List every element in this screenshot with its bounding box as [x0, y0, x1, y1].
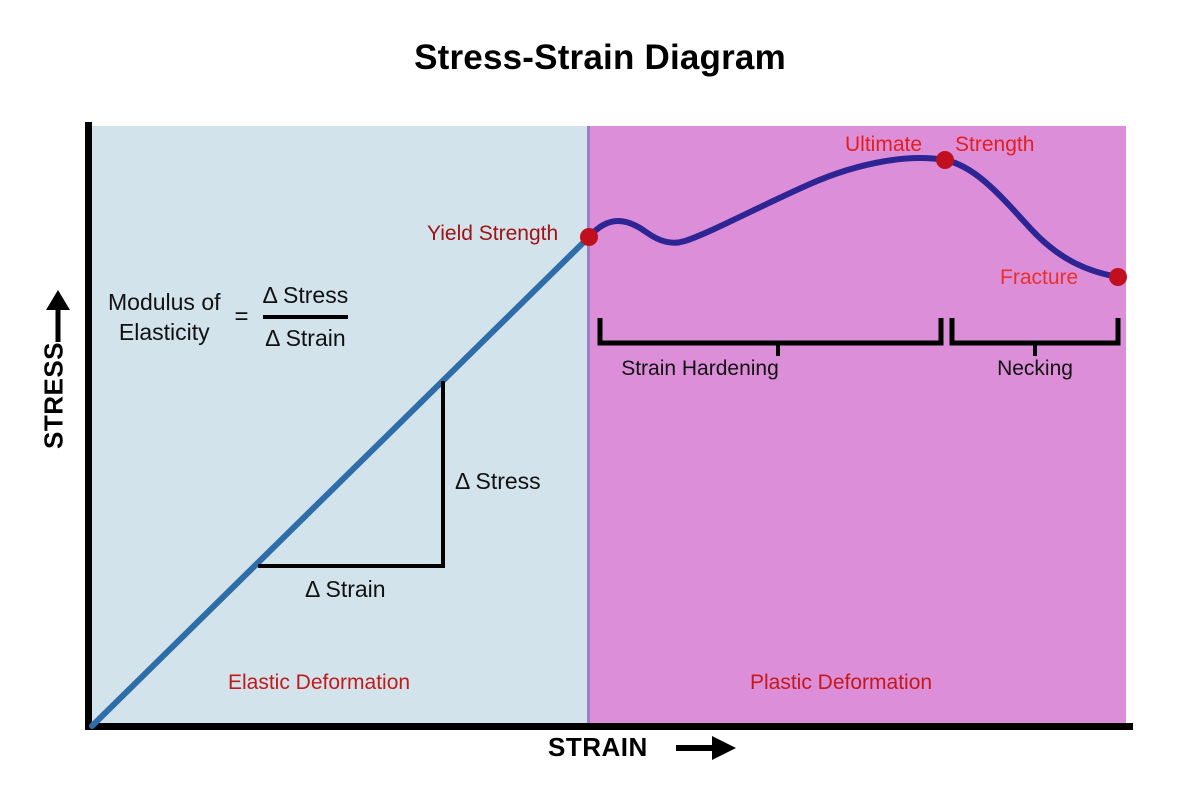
strain-hardening-label: Strain Hardening — [621, 357, 779, 380]
y-axis-label: STRESS — [38, 341, 69, 450]
delta-strain-label: Δ Strain — [305, 576, 386, 602]
plot-area — [92, 126, 1126, 726]
page-title: Stress-Strain Diagram — [414, 38, 786, 77]
modulus-lhs-line2: Elasticity — [118, 319, 210, 346]
modulus-formula-lhs: Modulus of Elasticity — [108, 287, 221, 348]
fraction-bar — [262, 315, 349, 320]
y-axis-line — [85, 122, 92, 730]
up-arrow-icon — [46, 290, 70, 342]
yield-strength-label: Yield Strength — [427, 222, 559, 245]
modulus-equals-sign: = — [234, 303, 249, 331]
x-axis-line — [85, 723, 1133, 730]
region-plastic-deformation — [589, 126, 1126, 726]
plastic-deformation-label: Plastic Deformation — [750, 671, 933, 694]
necking-label: Necking — [997, 357, 1073, 380]
modulus-denominator: Δ Strain — [265, 325, 346, 352]
modulus-formula: Modulus of Elasticity = Δ Stress Δ Strai… — [108, 280, 349, 354]
ultimate-strength-label-part2: Strength — [955, 133, 1035, 156]
fracture-label: Fracture — [1000, 266, 1079, 289]
x-axis-label: STRAIN — [548, 732, 648, 762]
modulus-fraction: Δ Stress Δ Strain — [262, 280, 349, 354]
modulus-numerator: Δ Stress — [262, 282, 349, 308]
elastic-deformation-label: Elastic Deformation — [228, 671, 411, 694]
region-elastic-deformation — [92, 126, 589, 726]
modulus-lhs-line1: Modulus of — [108, 288, 221, 315]
region-divider — [587, 126, 590, 726]
right-arrow-icon — [676, 736, 736, 760]
ultimate-strength-label-part1: Ultimate — [845, 133, 923, 156]
delta-stress-label: Δ Stress — [455, 468, 541, 494]
